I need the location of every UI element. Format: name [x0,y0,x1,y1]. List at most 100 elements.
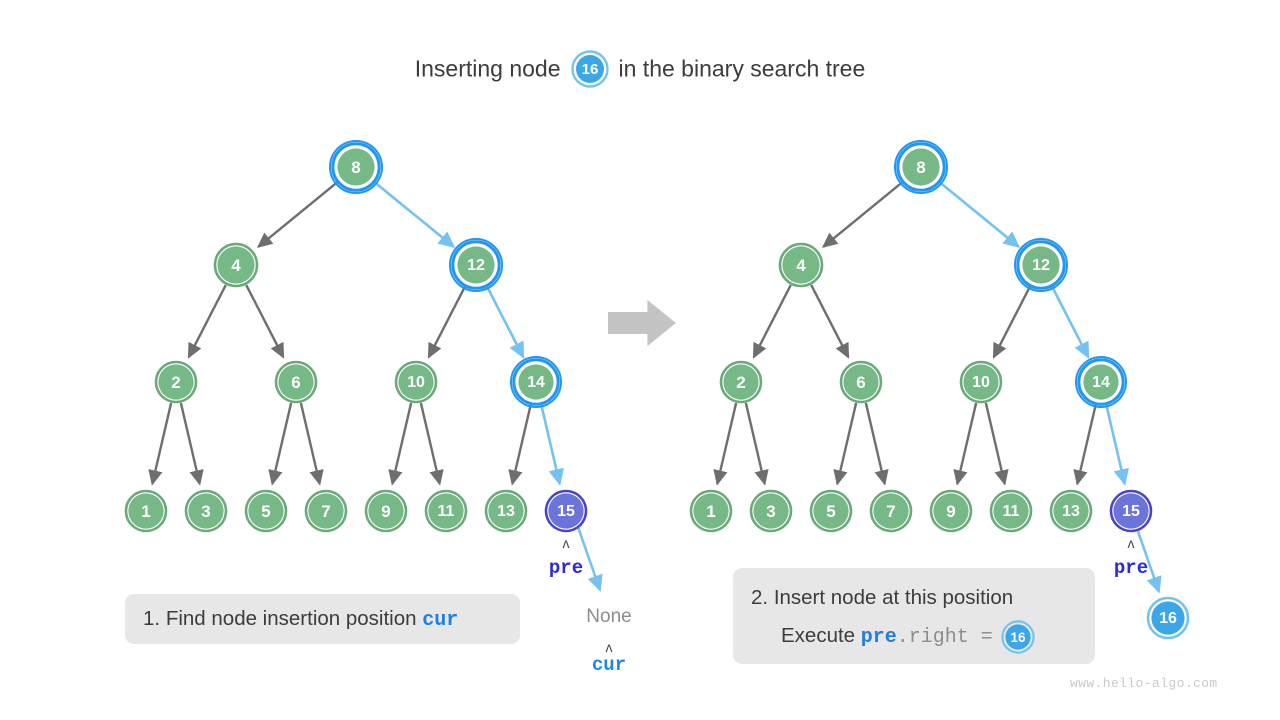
tree-edge-right-14-to-15 [1104,402,1129,486]
caption-1-number: 1. [143,607,161,630]
caption-2-line-2: Execute pre.right = 16 [751,617,1095,655]
tree-edge-right-4-to-2 [752,284,792,359]
pointer-caret-right-pre-0: ʌ [1127,535,1135,551]
tree-edge-left-2-to-3 [179,402,204,486]
tree-edge-right-2-to-3 [744,402,769,486]
tree-node-right-12[interactable]: 12 [1014,238,1068,292]
tree-edge-left-10-to-11 [419,402,444,486]
caption-step-1: 1. Find node insertion position cur [125,594,520,644]
tree-edge-left-14-to-13 [508,402,533,486]
tree-edge-right-10-to-11 [984,402,1009,486]
tree-node-label-right-12: 12 [1032,257,1050,274]
tree-node-label-left-10: 10 [407,374,425,391]
caption-2-text: Insert node at this position [773,586,1014,609]
page-title: Inserting node 16 in the binary search t… [0,50,1280,88]
tree-node-left-9[interactable]: 9 [364,489,408,533]
tree-edge-right-8-to-12 [937,180,1021,248]
tree-node-right-8[interactable]: 8 [894,140,948,194]
tree-edge-left-12-to-10 [427,284,467,359]
tree-node-label-left-3: 3 [201,502,210,521]
pointer-label-left-cur-2: cur [591,654,627,676]
caption-step-2: 2. Insert node at this position Execute … [733,568,1095,664]
tree-node-left-15[interactable]: 15 [544,489,588,533]
tree-node-label-left-1: 1 [141,502,150,521]
caption-2-number: 2. [751,586,769,609]
caption-1-text: Find node insertion position [165,607,417,630]
badge-16-inline-icon: 16 [1001,619,1035,654]
tree-node-label-right-4: 4 [796,256,806,275]
tree-edge-left-10-to-9 [388,402,413,486]
tree-node-left-5[interactable]: 5 [244,489,288,533]
tree-node-label-right-10: 10 [972,374,990,391]
tree-node-label-right-7: 7 [886,502,895,521]
tree-node-left-3[interactable]: 3 [184,489,228,533]
tree-node-left-14[interactable]: 14 [510,356,562,408]
tree-node-right-4[interactable]: 4 [778,242,824,288]
title-suffix: in the binary search tree [618,55,866,82]
tree-edge-left-6-to-5 [268,402,293,486]
title-node-badge-16: 16 [570,50,609,88]
none-label-left: None [586,606,632,627]
caption-1-code-cur: cur [422,609,459,632]
tree-edge-right-8-to-4 [821,180,905,248]
caption-2-line-1: 2. Insert node at this position [751,579,1095,617]
tree-node-right-2[interactable]: 2 [719,360,763,404]
tree-edge-left-4-to-2 [187,284,227,359]
tree-node-right-11[interactable]: 11 [989,489,1033,533]
tree-node-left-12[interactable]: 12 [449,238,503,292]
tree-node-label-right-3: 3 [766,502,775,521]
tree-node-right-13[interactable]: 13 [1049,489,1093,533]
tree-node-label-left-11: 11 [438,503,455,520]
tree-node-left-1[interactable]: 1 [124,489,168,533]
tree-node-left-2[interactable]: 2 [154,360,198,404]
tree-edge-left-8-to-12 [372,180,456,248]
tree-node-right-10[interactable]: 10 [959,360,1003,404]
tree-node-label-right-2: 2 [736,373,745,392]
tree-node-left-7[interactable]: 7 [304,489,348,533]
tree-node-label-right-16: 16 [1159,610,1177,627]
badge-16-icon: 16 [570,50,609,88]
tree-node-left-8[interactable]: 8 [329,140,383,194]
tree-node-label-right-13: 13 [1062,503,1080,520]
tree-node-label-right-6: 6 [856,373,865,392]
tree-edge-left-8-to-4 [256,180,340,248]
tree-node-right-7[interactable]: 7 [869,489,913,533]
tree-node-left-11[interactable]: 11 [424,489,468,533]
tree-node-left-6[interactable]: 6 [274,360,318,404]
tree-node-right-16[interactable]: 16 [1146,596,1190,640]
tree-node-label-left-2: 2 [171,373,180,392]
caption-2-code-attr: .right = [896,626,993,649]
tree-edge-right-14-to-13 [1073,402,1098,486]
tree-node-label-left-4: 4 [231,256,241,275]
tree-node-right-9[interactable]: 9 [929,489,973,533]
tree-node-label-left-9: 9 [381,502,390,521]
tree-node-right-15[interactable]: 15 [1109,489,1153,533]
tree-node-right-3[interactable]: 3 [749,489,793,533]
tree-node-label-right-1: 1 [706,502,715,521]
caption-2-node-badge-16: 16 [1001,619,1035,654]
caption-2-code-pre: pre [860,626,897,649]
tree-node-label-left-7: 7 [321,502,330,521]
tree-node-right-5[interactable]: 5 [809,489,853,533]
tree-node-label-left-6: 6 [291,373,300,392]
tree-edge-right-6-to-5 [833,402,858,486]
tree-node-left-13[interactable]: 13 [484,489,528,533]
tree-node-label-left-5: 5 [261,502,270,521]
tree-node-left-10[interactable]: 10 [394,360,438,404]
tree-node-right-6[interactable]: 6 [839,360,883,404]
tree-node-label-left-8: 8 [351,158,360,177]
tree-edge-right-4-to-6 [810,284,850,359]
badge-16-inline-label: 16 [1010,630,1026,645]
tree-node-right-1[interactable]: 1 [689,489,733,533]
pointer-label-right-pre-0: pre [1113,557,1149,579]
tree-edge-right-2-to-1 [713,402,738,486]
watermark: www.hello-algo.com [1070,676,1218,691]
tree-edge-right-10-to-9 [953,402,978,486]
tree-node-label-left-12: 12 [467,257,485,274]
tree-node-right-14[interactable]: 14 [1075,356,1127,408]
tree-node-left-4[interactable]: 4 [213,242,259,288]
tree-node-label-left-14: 14 [527,374,545,391]
